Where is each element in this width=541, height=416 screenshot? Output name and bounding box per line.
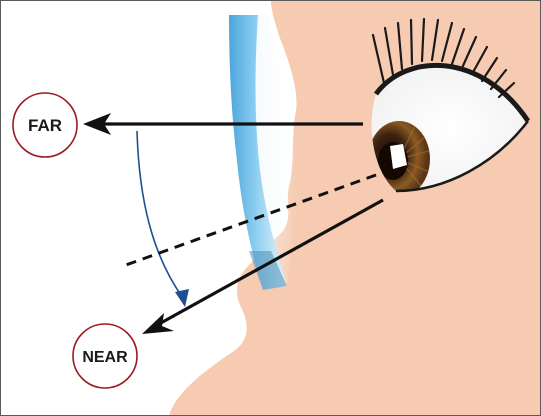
far-label: FAR xyxy=(28,116,62,135)
far-label-badge: FAR xyxy=(13,93,77,157)
near-label: NEAR xyxy=(82,349,128,366)
near-label-badge: NEAR xyxy=(73,324,137,388)
face-profile-icon xyxy=(169,1,541,416)
gaze-shift-arrow xyxy=(137,131,183,298)
